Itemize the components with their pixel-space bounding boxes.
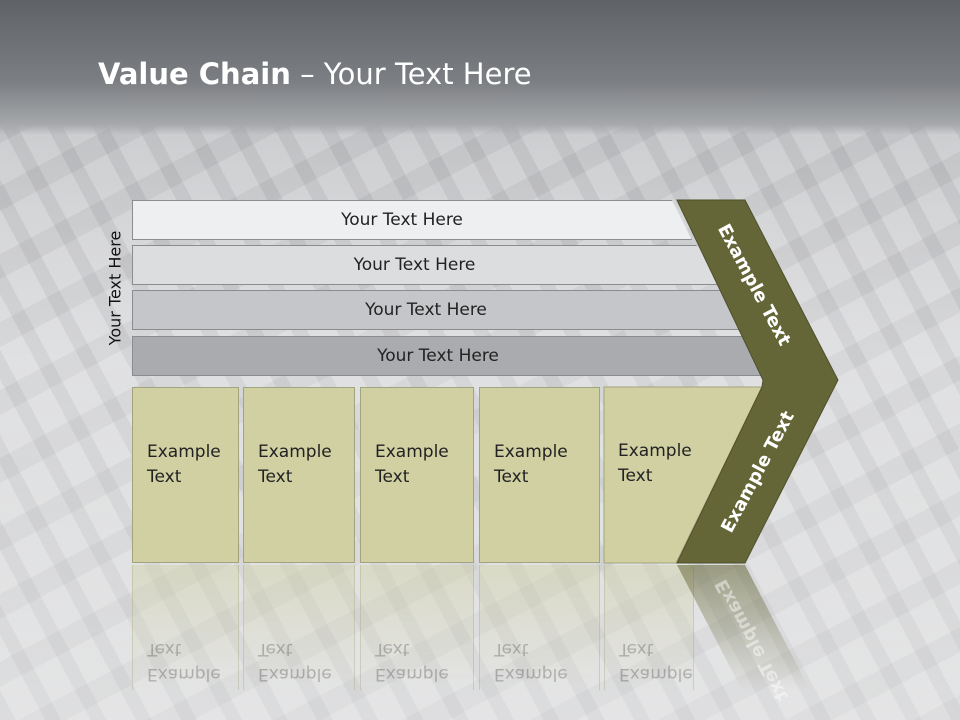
activity-label: Example Text — [147, 442, 221, 487]
slide-title: Value Chain – Your Text Here — [98, 52, 532, 96]
activity-box-reflection: Example Text — [243, 565, 355, 690]
band-label: Your Text Here — [365, 300, 487, 320]
title-rest: – Your Text Here — [290, 57, 532, 91]
activity-box-reflection: Example Text — [132, 565, 239, 690]
activity-label: Example Text — [494, 442, 568, 487]
support-band-3[interactable]: Your Text Here — [132, 290, 740, 330]
activity-box-5-shape[interactable] — [603, 386, 763, 564]
margin-chevron-reflection — [677, 565, 810, 690]
activity-box-reflection: Example Text — [604, 565, 694, 690]
band-label: Your Text Here — [341, 210, 463, 230]
band-label: Your Text Here — [377, 346, 499, 366]
band-label: Your Text Here — [353, 255, 476, 275]
support-band-4[interactable]: Your Text Here — [132, 336, 764, 376]
activity-box-5[interactable]: Example Text — [604, 387, 734, 563]
activity-box-reflection: Example Text — [360, 565, 474, 690]
title-bar — [0, 0, 960, 135]
support-band-1[interactable]: Your Text Here — [132, 200, 692, 240]
title-bold: Value Chain — [98, 57, 291, 91]
activity-label: Example Text — [618, 441, 692, 486]
activity-box-2[interactable]: Example Text — [243, 387, 355, 563]
activity-label: Example Text — [258, 442, 332, 487]
activity-box-3[interactable]: Example Text — [360, 387, 474, 563]
margin-chevron[interactable] — [676, 199, 839, 564]
activity-label: Example Text — [375, 442, 449, 487]
activity-box-reflection: Example Text — [479, 565, 600, 690]
support-band-2[interactable]: Your Text Here — [132, 245, 717, 285]
activity-box-4[interactable]: Example Text — [479, 387, 600, 563]
activity-box-1[interactable]: Example Text — [132, 387, 239, 563]
